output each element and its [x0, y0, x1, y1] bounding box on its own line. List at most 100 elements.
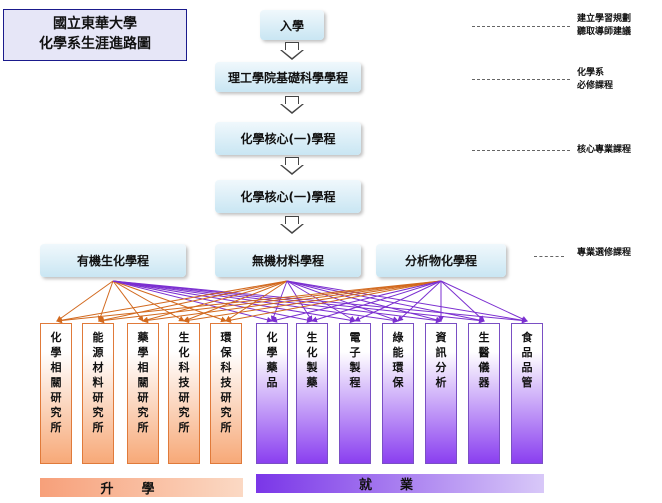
column-char: 保 [220, 346, 232, 359]
study-col-environmental: 環保科技研究所環保科技研究所 [210, 323, 242, 464]
column-char: 研 [92, 391, 104, 404]
column-char: 資 [435, 331, 447, 344]
stage-enrollment: 入學 [260, 10, 324, 40]
column-char: 析 [435, 376, 447, 389]
stage-core-2: 化學核心(一)學程 [215, 180, 361, 213]
column-char: 製 [306, 361, 318, 374]
study-col-biotech: 生化科技研究所生化科技研究所 [168, 323, 200, 464]
connector-career [440, 280, 528, 322]
diagram-title: 國立東華大學 化學系生涯進路圖 [3, 9, 187, 61]
study-col-chemistry: 化學相關研究所化學相關研究所 [40, 323, 72, 464]
track-analytical-physchem: 分析物化學程 [376, 244, 506, 277]
column-char: 所 [220, 421, 232, 434]
career-col-biopharma: 生化製藥生化製藥 [296, 323, 328, 464]
column-char: 究 [92, 406, 104, 419]
connector-career [354, 280, 442, 322]
column-char: 醫 [478, 346, 490, 359]
study-col-energy-materials: 能源材料研究所能源材料研究所 [82, 323, 114, 464]
column-char: 化 [178, 346, 190, 359]
column-char: 所 [137, 421, 149, 434]
column-char: 分 [435, 361, 447, 374]
career-col-chemicals: 化學藥品化學藥品 [256, 323, 288, 464]
column-char: 學 [50, 346, 62, 359]
legend-line-2 [472, 79, 570, 80]
connector-study [98, 280, 442, 324]
connector-career [112, 280, 442, 324]
stage-core-1: 化學核心(一)學程 [215, 122, 361, 155]
column-char: 學 [266, 346, 278, 359]
column-char: 究 [137, 406, 149, 419]
column-char: 藥 [266, 361, 278, 374]
connector-career [112, 280, 313, 323]
legend-line-4 [534, 256, 564, 257]
connector-study [142, 280, 442, 324]
column-char: 料 [92, 376, 104, 389]
connector-study [225, 280, 442, 324]
career-col-biomedical: 生醫儀器生醫儀器 [468, 323, 500, 464]
column-char: 生 [178, 331, 190, 344]
band-further-study: 升學 [40, 478, 243, 497]
connector-study [142, 280, 288, 323]
column-char: 生 [478, 331, 490, 344]
column-char: 所 [50, 421, 62, 434]
column-char: 技 [220, 376, 232, 389]
connector-career [286, 280, 528, 324]
column-char: 研 [50, 391, 62, 404]
connector-career [311, 280, 442, 323]
connector-study [112, 280, 185, 322]
column-char: 製 [349, 361, 361, 374]
connector-career [112, 280, 528, 324]
column-char: 生 [306, 331, 318, 344]
legend-line-3 [472, 150, 570, 151]
column-char: 儀 [478, 361, 490, 374]
column-char: 管 [521, 376, 533, 389]
column-char: 學 [137, 346, 149, 359]
title-line-1: 國立東華大學 [53, 16, 137, 32]
legend-item-3: 核心專業課程 [577, 145, 632, 155]
connector-career [112, 280, 356, 324]
column-char: 所 [92, 421, 104, 434]
connector-study [97, 280, 114, 322]
career-col-info-analysis: 資訊分析資訊分析 [425, 323, 457, 464]
connector-career [286, 280, 356, 322]
stage-basic-science: 理工學院基礎科學學程 [215, 62, 361, 92]
column-char: 程 [349, 376, 361, 389]
connector-career [286, 280, 485, 323]
track-organic-biochem: 有機生化學程 [40, 244, 186, 277]
connector-study [225, 280, 288, 322]
column-char: 環 [392, 361, 404, 374]
column-char: 食 [521, 331, 533, 344]
connector-career [286, 280, 313, 322]
connector-career [112, 280, 485, 324]
column-char: 材 [92, 361, 104, 374]
connector-study [56, 280, 114, 322]
connector-career [397, 280, 442, 322]
title-line-2: 化學系生涯進路圖 [39, 36, 151, 52]
column-char: 研 [220, 391, 232, 404]
column-char: 訊 [435, 346, 447, 359]
column-char: 所 [178, 421, 190, 434]
column-char: 能 [392, 346, 404, 359]
connector-study [56, 280, 288, 324]
column-char: 科 [178, 361, 190, 374]
column-char: 關 [137, 376, 149, 389]
column-char: 器 [478, 376, 490, 389]
column-char: 源 [92, 346, 104, 359]
column-char: 研 [137, 391, 149, 404]
column-char: 究 [178, 406, 190, 419]
column-char: 電 [349, 331, 361, 344]
column-char: 關 [50, 376, 62, 389]
column-char: 研 [178, 391, 190, 404]
study-col-pharmacy: 藥學相關研究所藥學相關研究所 [127, 323, 159, 464]
column-char: 子 [349, 346, 361, 359]
connector-study [112, 280, 144, 322]
column-char: 藥 [137, 331, 149, 344]
legend-item-1: 建立學習規劃聽取導師建議 [577, 14, 632, 37]
column-char: 品 [521, 361, 533, 374]
connector-career [440, 280, 485, 322]
career-col-green-energy: 綠能環保綠能環保 [382, 323, 414, 464]
career-col-electronics: 電子製程電子製程 [339, 323, 371, 464]
connector-study [183, 280, 442, 324]
column-char: 化 [50, 331, 62, 344]
